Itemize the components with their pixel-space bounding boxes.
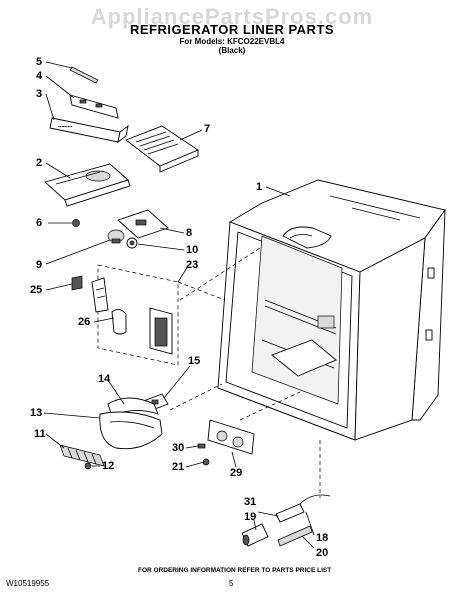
callout-23: 23	[186, 259, 199, 271]
callout-30: 30	[172, 442, 185, 454]
part-12-screw	[84, 462, 92, 470]
page-number: 5	[229, 579, 234, 588]
callout-11: 11	[34, 428, 46, 440]
part-9-lamp	[107, 229, 125, 244]
part-13-cover-tray	[99, 411, 163, 450]
part-19-heater	[241, 523, 269, 547]
callout-29: 29	[230, 467, 243, 479]
svg-text:▪▪▪▪▪▪▪▪▪: ▪▪▪▪▪▪▪▪▪	[58, 124, 73, 129]
callout-6: 6	[36, 217, 43, 229]
color-line: (Black)	[218, 46, 246, 55]
part-23-light-module	[149, 307, 173, 355]
callout-31: 31	[244, 496, 257, 508]
part-30-clip	[197, 443, 206, 449]
callout-18: 18	[316, 532, 329, 544]
callout-1: 1	[256, 181, 263, 193]
part-7-light-cover	[125, 125, 199, 173]
callout-10: 10	[186, 244, 199, 256]
callout-21: 21	[172, 461, 185, 473]
part-29-slide	[207, 419, 255, 455]
part-31-tube	[275, 503, 305, 523]
part-20-tube	[277, 525, 313, 547]
callout-5: 5	[36, 56, 43, 68]
part-23-housing	[97, 264, 226, 366]
page-title: REFRIGERATOR LINER PARTS	[129, 22, 335, 37]
callout-12: 12	[102, 460, 115, 472]
part-3-control-housing: ▪▪▪▪▪▪▪▪▪	[49, 117, 129, 144]
leader-lines	[43, 61, 321, 549]
part-10-socket	[126, 237, 138, 249]
callout-19: 19	[244, 511, 257, 523]
callout-9: 9	[36, 259, 43, 271]
callout-7: 7	[204, 123, 211, 135]
ordering-note: FOR ORDERING INFORMATION REFER TO PARTS …	[138, 567, 332, 574]
part-11-grille	[59, 444, 105, 467]
part-26-bracket	[91, 277, 127, 335]
document-number: W10519955	[6, 579, 50, 588]
part-6-screw	[72, 219, 80, 227]
callout-4: 4	[36, 70, 43, 82]
callout-20: 20	[316, 547, 329, 559]
models-line: For Models: KFCO22EVBL4	[179, 37, 285, 46]
callout-14: 14	[98, 373, 111, 385]
callout-2: 2	[36, 157, 43, 169]
callout-26: 26	[78, 316, 91, 328]
watermark: AppliancePartsPros.com	[90, 4, 374, 29]
liner-part	[217, 179, 446, 441]
part-25-clip	[71, 275, 83, 291]
callout-15: 15	[188, 355, 201, 367]
callout-8: 8	[186, 227, 193, 239]
callout-3: 3	[36, 88, 43, 100]
part-18-wire	[299, 494, 331, 505]
part-2-control-panel	[44, 163, 131, 207]
callout-25: 25	[30, 284, 43, 296]
part-8-thermostat	[117, 209, 169, 239]
callout-13: 13	[30, 407, 43, 419]
part-4-bracket	[69, 94, 119, 119]
part-5-rod	[69, 66, 99, 84]
